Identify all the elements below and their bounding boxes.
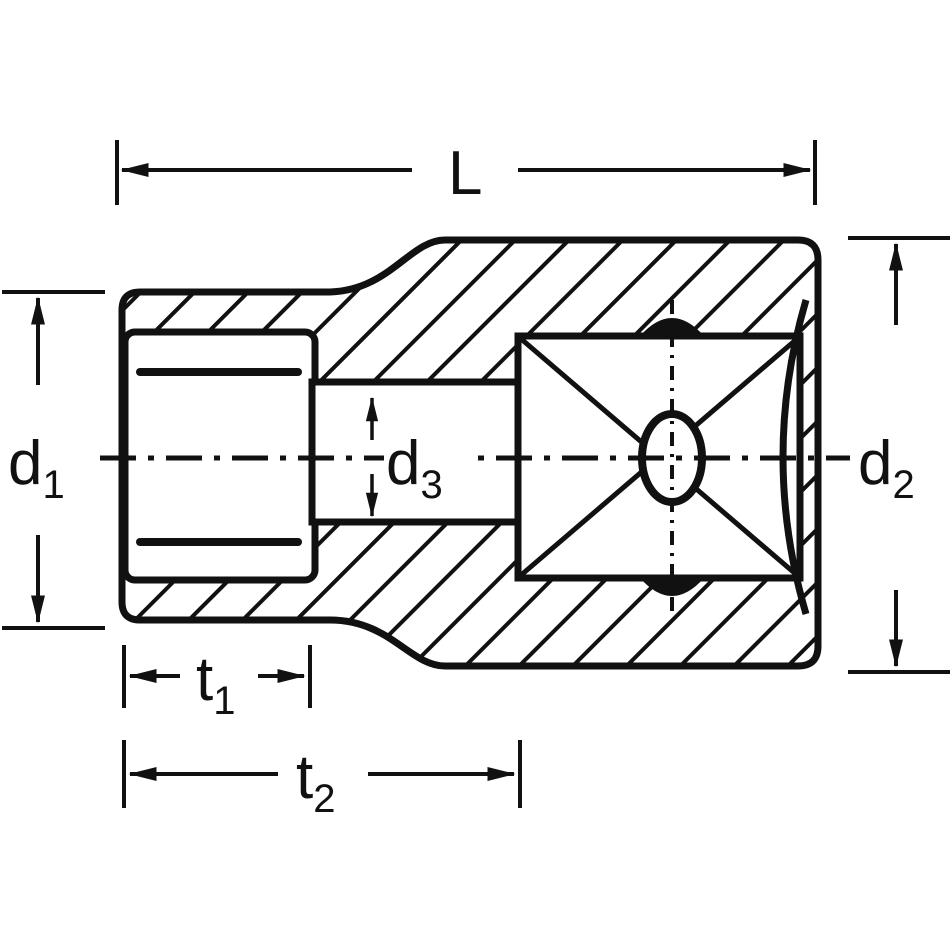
label-d2-sub: 2	[892, 463, 914, 507]
detent-top	[640, 318, 704, 336]
label-t2-sub: 2	[313, 777, 335, 821]
label-d3-sub: 3	[420, 463, 442, 507]
label-d2-main: d	[858, 429, 892, 498]
label-d1-sub: 1	[42, 463, 64, 507]
label-d1: d1	[8, 429, 65, 507]
label-t1-sub: 1	[213, 679, 235, 723]
label-t2: t2	[296, 743, 335, 821]
label-d1-main: d	[8, 429, 42, 498]
label-L: L	[448, 139, 482, 208]
label-t1: t1	[196, 645, 235, 723]
label-d2: d2	[858, 429, 915, 507]
label-t2-main: t	[296, 743, 313, 812]
label-d3: d3	[386, 429, 443, 507]
label-t1-main: t	[196, 645, 213, 714]
label-d3-main: d	[386, 429, 420, 498]
d3-label-backdrop	[384, 420, 474, 492]
